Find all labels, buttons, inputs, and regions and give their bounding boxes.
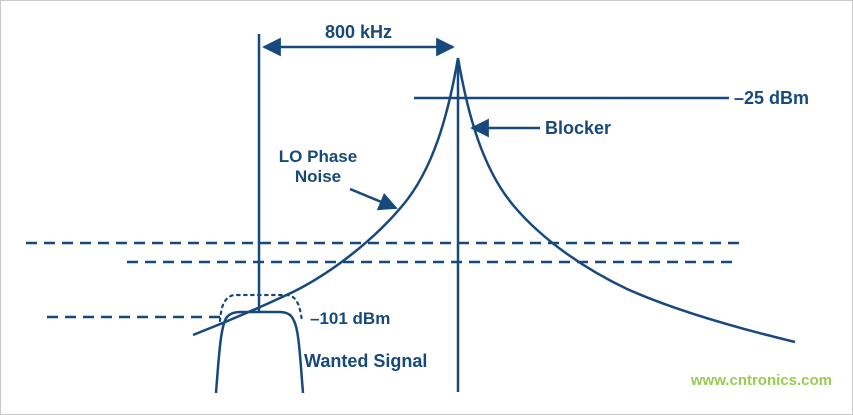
wanted-signal-dotted-outline [218, 293, 304, 323]
blocker-level-label: –25 dBm [734, 88, 810, 108]
wanted-signal-pulse [214, 310, 305, 394]
lo-phase-noise-label: LO Phase Noise [259, 147, 377, 187]
lo-phase-noise-label-line1: LO Phase [278, 147, 358, 166]
phase-noise-skirt-right [456, 57, 796, 344]
phase-noise-skirt-left [192, 57, 460, 337]
wanted-level-label: –101 dBm [310, 309, 391, 328]
lo-phase-noise-label-line2: Noise [294, 167, 342, 186]
lo-phase-noise-pointer-arrow [349, 187, 398, 211]
watermark: www.cntronics.com [690, 372, 832, 389]
offset-label: 800 kHz [324, 22, 393, 42]
wanted-signal-label: Wanted Signal [304, 351, 428, 371]
blocker-label: Blocker [545, 118, 612, 138]
